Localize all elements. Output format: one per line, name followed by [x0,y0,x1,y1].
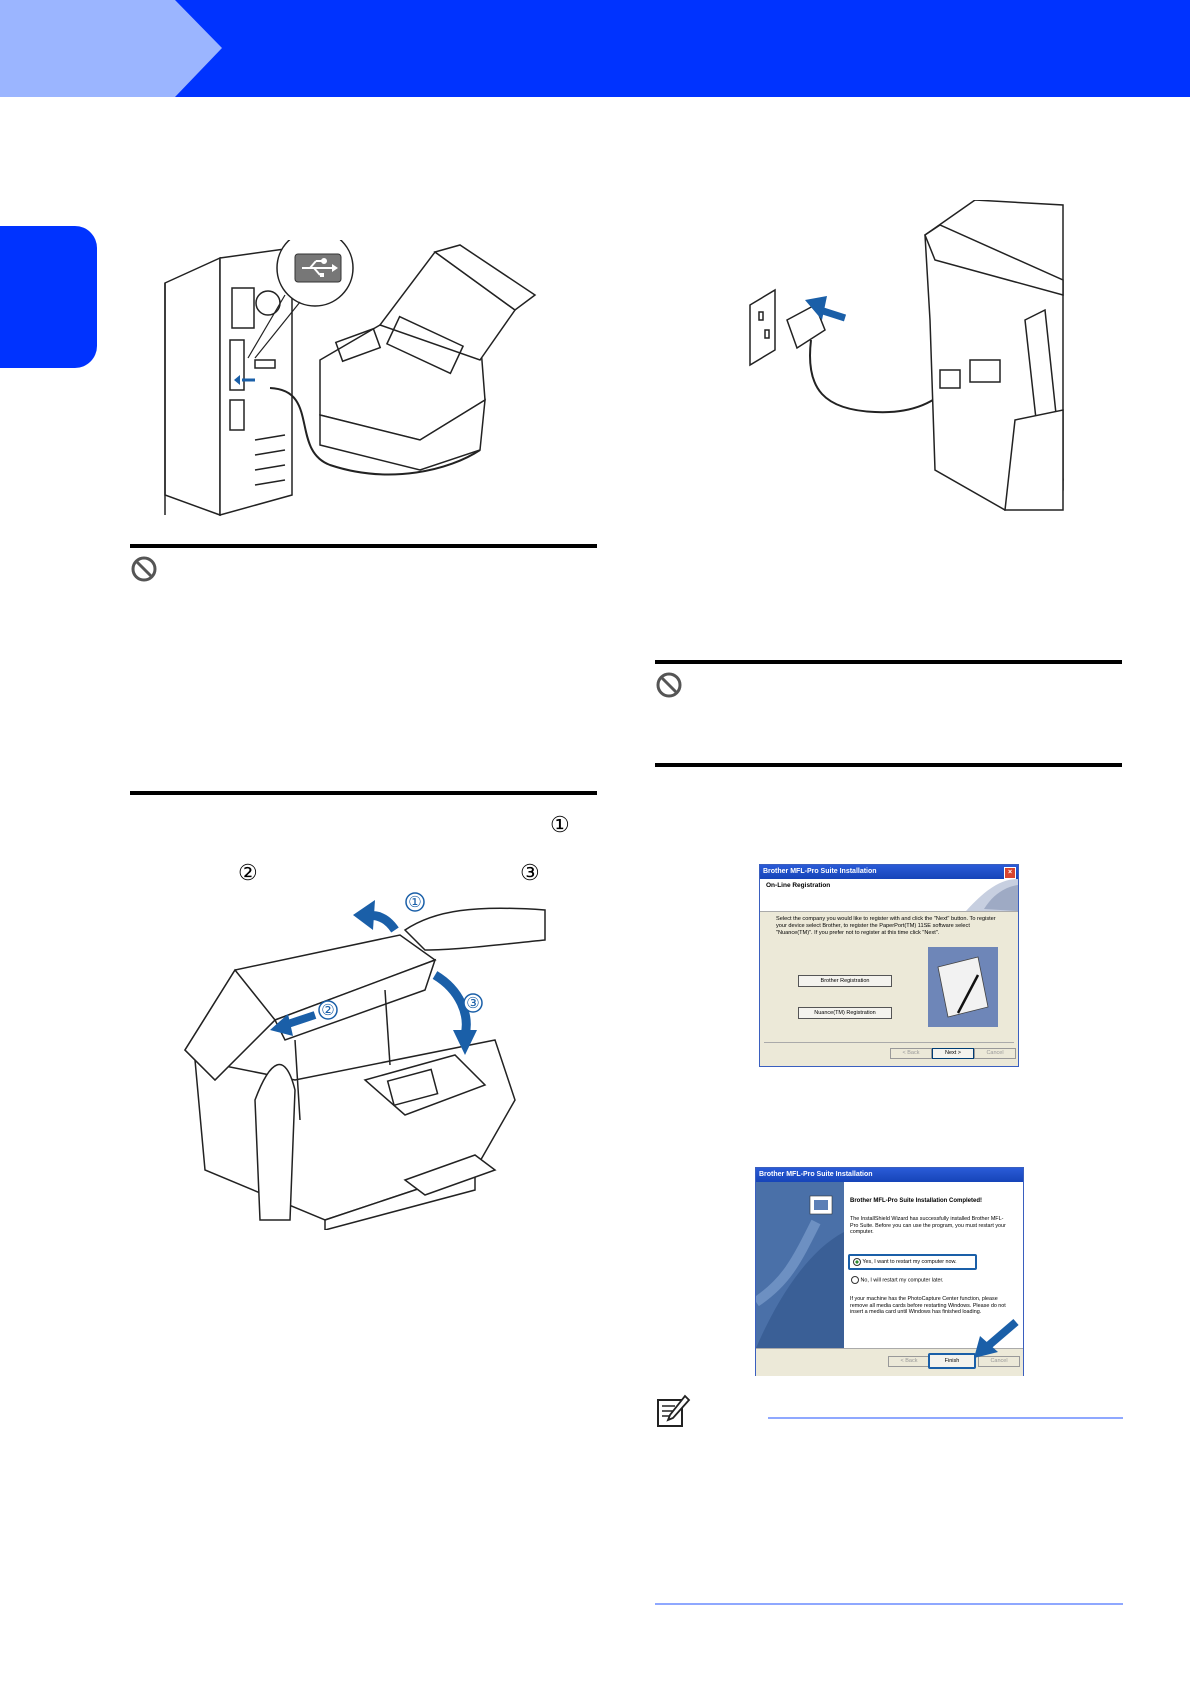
note-rule-bottom [655,1603,1123,1605]
usb-icon [302,258,338,277]
nuance-registration-button[interactable]: Nuance(TM) Registration [798,1007,892,1019]
close-icon[interactable]: × [1004,867,1016,879]
power-plug-illustration [749,200,1064,511]
registration-dialog: Brother MFL-Pro Suite Installation × On-… [759,864,1019,1067]
warning-rule-top [130,544,597,548]
cancel-button[interactable]: Cancel [974,1048,1016,1059]
registration-dialog-body: Select the company you would like to reg… [776,916,996,936]
finish-pointer-arrow [974,1318,1019,1358]
next-button[interactable]: Next > [932,1048,974,1059]
scanner-label-1: ① [408,894,421,911]
installshield-graphic [756,1182,844,1348]
cancel-button[interactable]: Cancel [978,1356,1020,1367]
scanner-cover-illustration: ① ② ③ [184,892,546,1230]
warning-rule-bottom-right [655,763,1122,767]
header-graphic [966,879,1018,911]
install-complete-dialog: Brother MFL-Pro Suite Installation Broth… [755,1167,1024,1376]
warning-rule-top-right [655,660,1122,664]
registration-dialog-header: On-Line Registration [760,879,1018,911]
restart-later-label: No, I will restart my computer later. [860,1277,944,1284]
restart-now-label: Yes, I want to restart my computer now. [862,1259,957,1265]
install-complete-dialog-title: Brother MFL-Pro Suite Installation [756,1168,1023,1182]
brother-registration-button[interactable]: Brother Registration [798,975,892,987]
step-marker-1: ① [550,812,570,837]
back-button[interactable]: < Back [888,1356,930,1367]
install-complete-body: The InstallShield Wizard has successfull… [850,1216,1006,1235]
back-button[interactable]: < Back [890,1048,932,1059]
step-marker-2: ② [238,860,258,885]
prohibited-icon [131,556,157,582]
scanner-label-3: ③ [466,995,479,1012]
registration-dialog-title: Brother MFL-Pro Suite Installation [763,868,877,875]
usb-connection-illustration [164,240,537,517]
install-complete-heading: Brother MFL-Pro Suite Installation Compl… [850,1198,983,1204]
note-rule-top [768,1417,1123,1419]
scanner-label-2: ② [321,1002,334,1019]
restart-later-option[interactable]: No, I will restart my computer later. [851,1276,943,1284]
step-marker-3: ③ [520,860,540,885]
registration-dialog-heading: On-Line Registration [766,882,831,889]
radio-unselected-icon[interactable] [851,1276,859,1284]
registration-dialog-titlebar: Brother MFL-Pro Suite Installation × [760,865,1018,879]
radio-selected-icon[interactable] [853,1257,861,1266]
header-chevron [0,0,222,97]
warning-rule-bottom [130,791,597,795]
note-pencil-icon [657,1394,691,1427]
restart-now-option[interactable]: Yes, I want to restart my computer now. [848,1254,977,1270]
finish-button[interactable]: Finish [928,1353,976,1369]
prohibited-icon [656,672,682,698]
install-complete-note: If your machine has the PhotoCapture Cen… [850,1296,1006,1315]
registration-pen-graphic [928,947,998,1027]
side-tab [0,226,97,368]
